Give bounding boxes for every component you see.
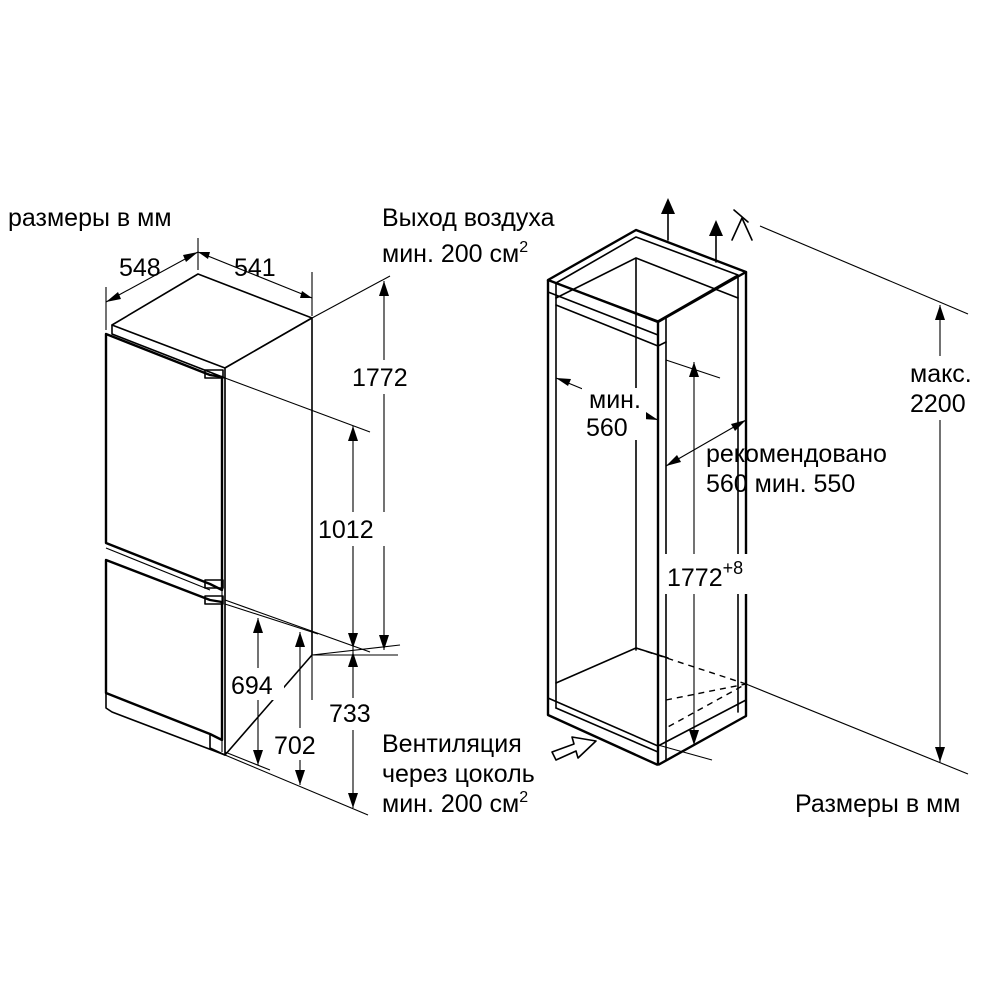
niche-cabinet	[546, 228, 748, 767]
max-label: макс.	[910, 360, 972, 388]
recommended-value: 560 мин. 550	[706, 470, 855, 498]
min-label: мин.	[589, 386, 641, 414]
arrow-right-icon	[551, 736, 597, 761]
niche-height-tolerance: +8	[723, 558, 744, 578]
dimension-line-max-2200	[745, 225, 969, 775]
dimension-548: 548	[119, 254, 161, 282]
min-560-value: 560	[586, 414, 628, 442]
arrow-up-icon	[661, 198, 675, 241]
dimension-1772: 1772	[352, 364, 408, 392]
air-outlet-label: Выход воздуха	[382, 204, 555, 232]
air-outlet-superscript: 2	[519, 239, 528, 256]
units-label-left: размеры в мм	[8, 204, 172, 232]
niche-height-value: 1772+8	[667, 558, 743, 592]
arrow-up-icon	[709, 220, 723, 263]
dimension-694: 694	[231, 672, 273, 700]
dimension-1012: 1012	[318, 516, 374, 544]
units-label-right: Размеры в мм	[795, 790, 960, 818]
dimension-541: 541	[234, 254, 276, 282]
ventilation-through-plinth: через цоколь	[382, 760, 535, 788]
ventilation-value: мин. 200 см2	[382, 789, 528, 818]
dimension-702: 702	[274, 732, 316, 760]
dimension-line-1772	[311, 275, 398, 656]
fridge-outline	[104, 273, 313, 756]
dimension-733: 733	[329, 700, 371, 728]
recommended-label: рекомендовано	[706, 440, 887, 468]
air-outlet-value: мин. 200 см2	[382, 239, 528, 268]
ventilation-label: Вентиляция	[382, 730, 522, 758]
dimension-line-733	[224, 644, 401, 816]
dimension-width-depth	[105, 238, 313, 330]
max-value: 2200	[910, 390, 966, 418]
dimension-line-niche-height	[657, 362, 713, 761]
ventilation-superscript: 2	[519, 789, 528, 806]
tilt-symbol-icon	[731, 209, 753, 241]
